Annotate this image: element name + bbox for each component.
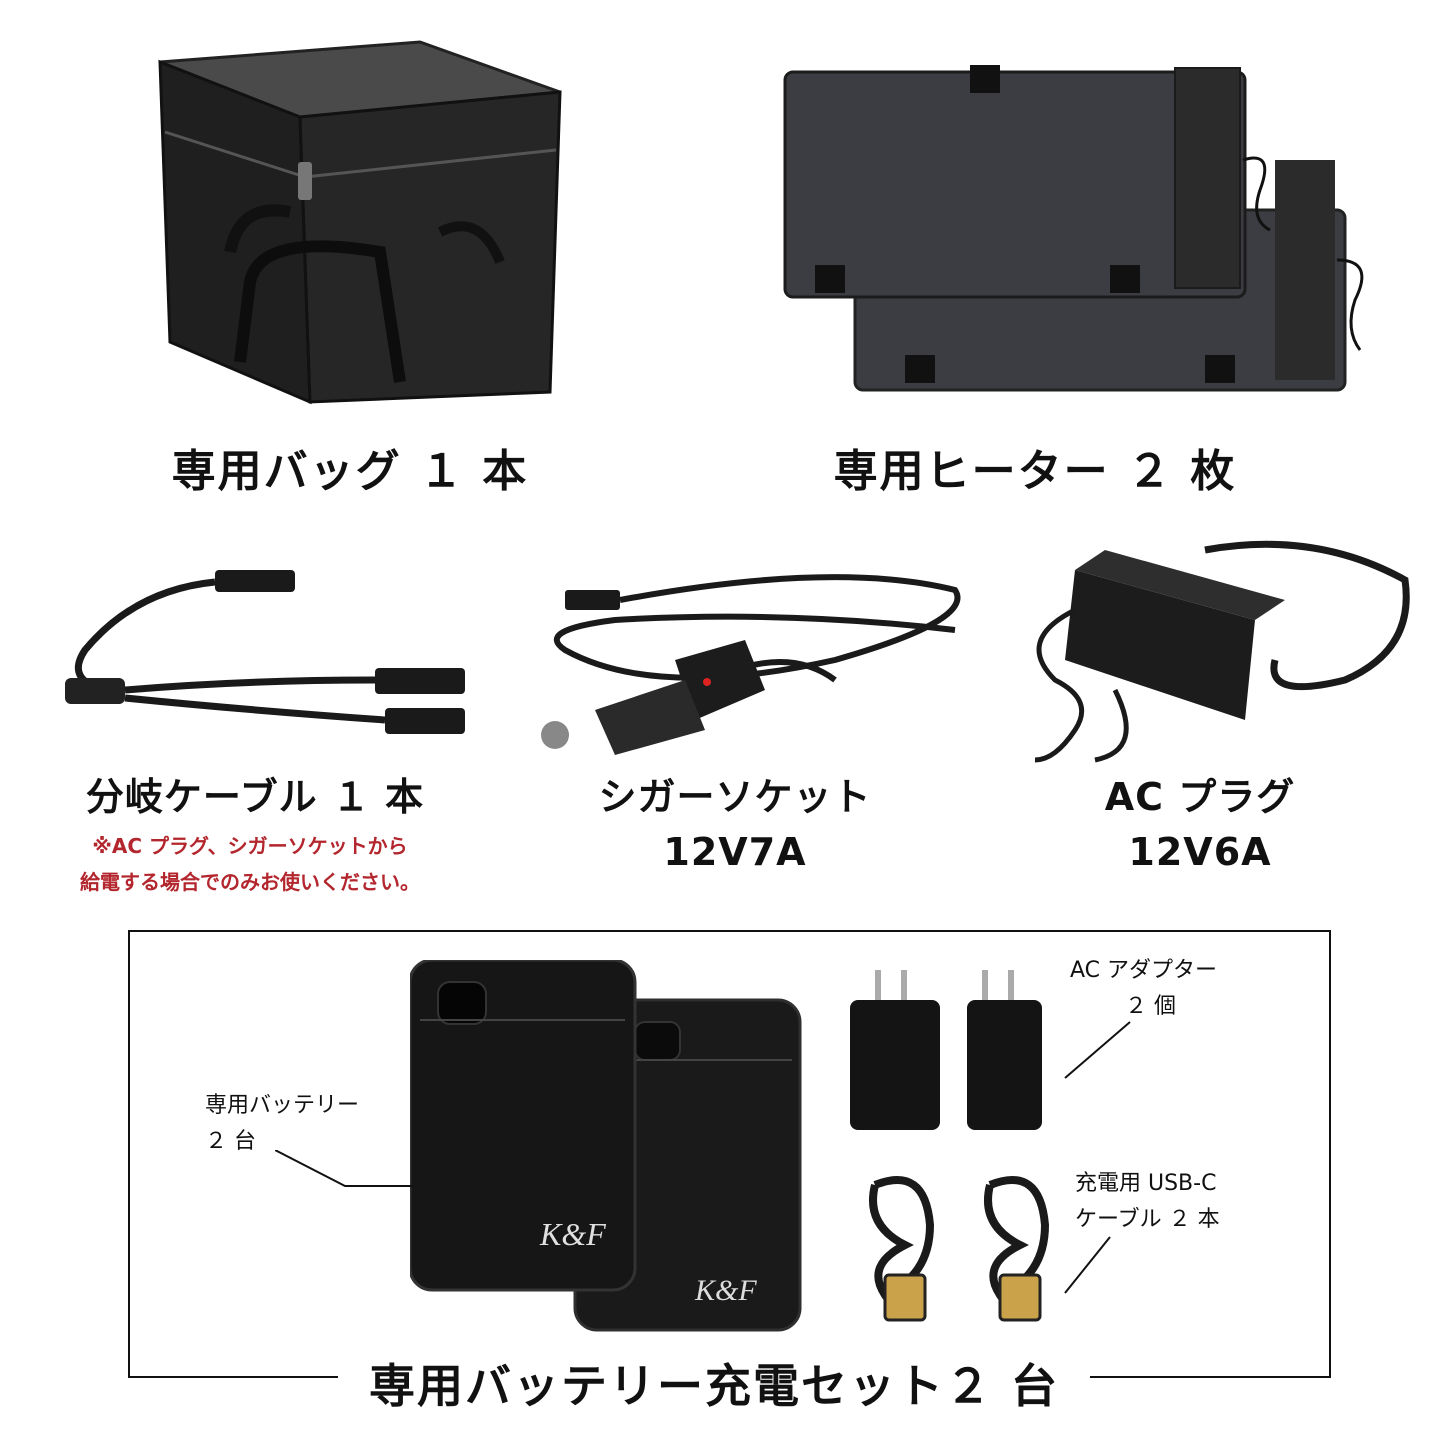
ac-plug-label-line1: AC プラグ (1104, 775, 1296, 819)
ac-plug-label-line2: 12V6A (1128, 830, 1272, 874)
svg-text:K&F: K&F (694, 1274, 757, 1307)
battery-leader-line (275, 1150, 415, 1190)
battery-label-line2: ２ 台 (205, 1129, 256, 1154)
set-frame-left (128, 930, 130, 1378)
splitter-cable-image (45, 560, 475, 760)
ac-plug-image (1015, 520, 1425, 770)
cable-label-line1: 充電用 USB-C (1075, 1171, 1217, 1196)
cable-label-line2: ケーブル ２ 本 (1075, 1207, 1220, 1232)
ac-adapter-image (845, 965, 1045, 1135)
set-frame-bottom-right (1090, 1376, 1331, 1378)
cigar-label-line2: 12V7A (663, 830, 807, 874)
splitter-note-line1: ※AC プラグ、シガーソケットから (92, 834, 408, 858)
usb-c-cable-image (845, 1165, 1065, 1330)
bag-image (120, 22, 580, 422)
battery-label-line1: 専用バッテリー (205, 1093, 360, 1118)
battery-image: K&F K&F (410, 960, 810, 1340)
splitter-note-line2: 給電する場合でのみお使いください。 (80, 870, 420, 894)
adapter-leader-line (1060, 1020, 1140, 1080)
cigar-socket-image (535, 570, 975, 760)
splitter-label: 分岐ケーブル １ 本 (85, 775, 425, 819)
heater-image (755, 60, 1375, 400)
adapter-label-line2: ２ 個 (1125, 994, 1176, 1019)
cable-leader-line (1060, 1235, 1120, 1295)
set-frame-top (128, 930, 1331, 932)
adapter-label-line1: AC アダプター (1070, 958, 1218, 983)
set-frame-bottom-left (128, 1376, 338, 1378)
cigar-label-line1: シガーソケット (598, 775, 872, 819)
heater-label: 専用ヒーター ２ 枚 (833, 446, 1237, 497)
svg-text:K&F: K&F (539, 1216, 606, 1252)
set-title: 専用バッテリー充電セット２ 台 (368, 1359, 1059, 1413)
set-frame-right (1329, 930, 1331, 1378)
bag-label: 専用バッグ １ 本 (171, 446, 529, 497)
